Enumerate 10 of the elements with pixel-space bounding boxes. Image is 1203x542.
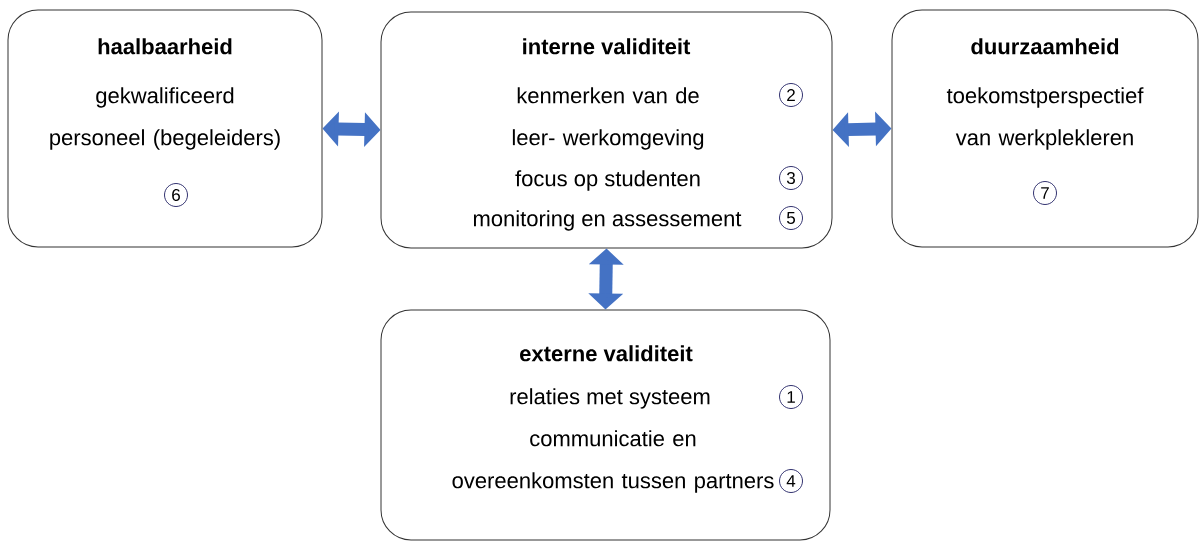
- body-text: toekomstperspectief van werkplekleren: [946, 87, 1144, 150]
- body-text: monitoring en assessement: [473, 210, 742, 231]
- body-text: gekwalificeerd personeel (begeleiders): [50, 87, 280, 150]
- heading: interne validiteit: [523, 38, 691, 55]
- heading: haalbaarheid: [98, 38, 232, 55]
- body-text: communicatie en overeenkomsten tussen partners: [452, 430, 774, 493]
- heading: duurzaamheid: [971, 38, 1119, 55]
- body-text: relaties met systeem: [510, 388, 710, 409]
- heading: externe validiteit: [520, 345, 693, 362]
- body-text: focus op studenten: [515, 170, 700, 191]
